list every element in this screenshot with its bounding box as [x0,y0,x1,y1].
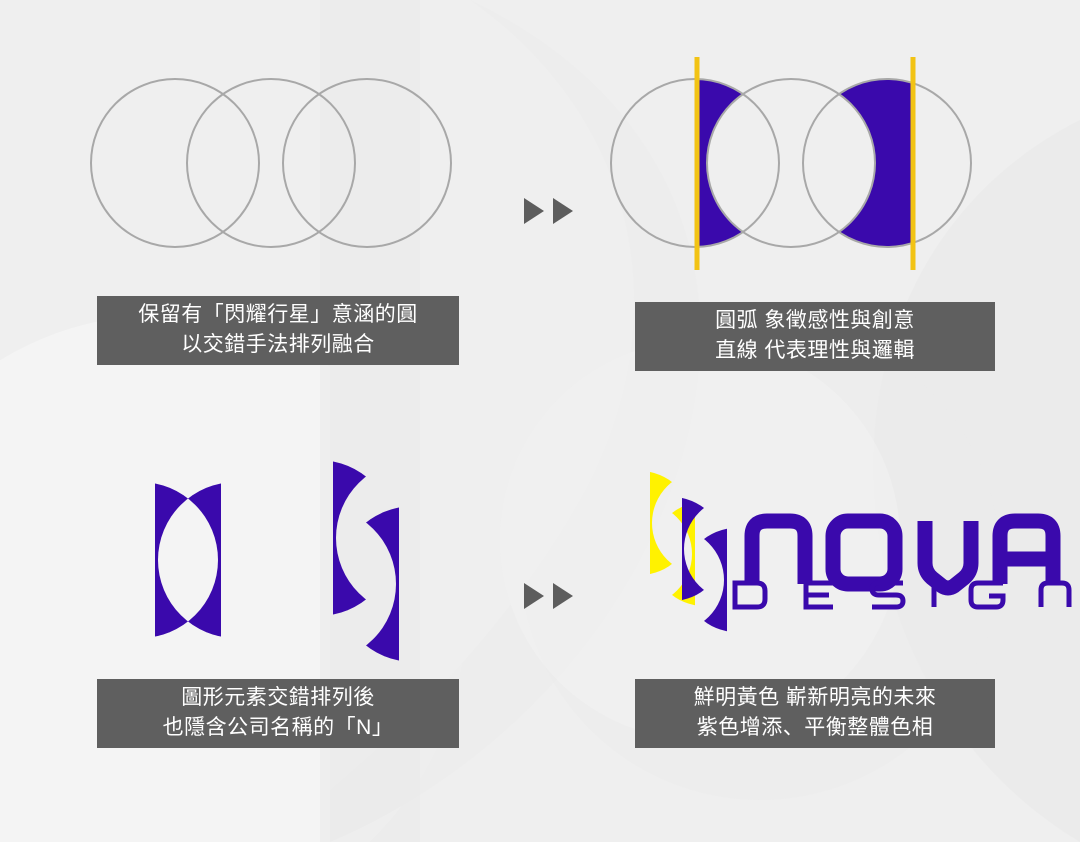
play-triangle-icon [553,198,573,224]
caption-bottom-right: 鮮明黃色 嶄新明亮的未來 紫色增添、平衡整體色相 [635,679,995,748]
construction-circle-3 [802,78,972,248]
caption-line-1: 圖形元素交錯排列後 [181,685,375,709]
logomark-purple-lower [619,421,727,842]
construction-circle-2 [186,78,356,248]
wordmark-nova [744,513,1061,596]
caption-top-left: 保留有「閃耀行星」意涵的圓 以交錯手法排列融合 [97,296,459,365]
caption-line-1: 保留有「閃耀行星」意涵的圓 [138,302,418,326]
caption-top-right: 圓弧 象徵感性與創意 直線 代表理性與邏輯 [635,302,995,371]
play-triangle-icon [553,583,573,609]
caption-line-1: 圓弧 象徵感性與創意 [715,308,915,332]
n-construction-shapes [60,421,493,842]
panel-circles-construction [0,0,540,421]
play-triangle-icon [524,198,544,224]
panel-final-logo [540,421,1080,842]
caption-line-1: 鮮明黃色 嶄新明亮的未來 [693,685,937,709]
construction-circle-1 [90,78,260,248]
transition-arrows-top [524,198,573,224]
n-crescent-lower [238,421,399,842]
nova-design-logo-lockup [587,421,1072,842]
wordmark-design [732,580,1072,610]
caption-line-2: 紫色增添、平衡整體色相 [696,715,934,739]
bowtie-crescent-right [60,421,221,842]
play-triangle-icon [524,583,544,609]
caption-line-2: 直線 代表理性與邏輯 [715,338,915,362]
construction-circle-3 [282,78,452,248]
construction-circle-2 [706,78,876,248]
caption-line-2: 也隱含公司名稱的「N」 [162,715,394,739]
caption-line-2: 以交錯手法排列融合 [181,332,375,356]
three-overlapping-circles-outline [90,78,452,248]
transition-arrows-bottom [524,583,573,609]
caption-bottom-left: 圖形元素交錯排列後 也隱含公司名稱的「N」 [97,679,459,748]
panel-interlocked-n-forms [0,421,540,842]
